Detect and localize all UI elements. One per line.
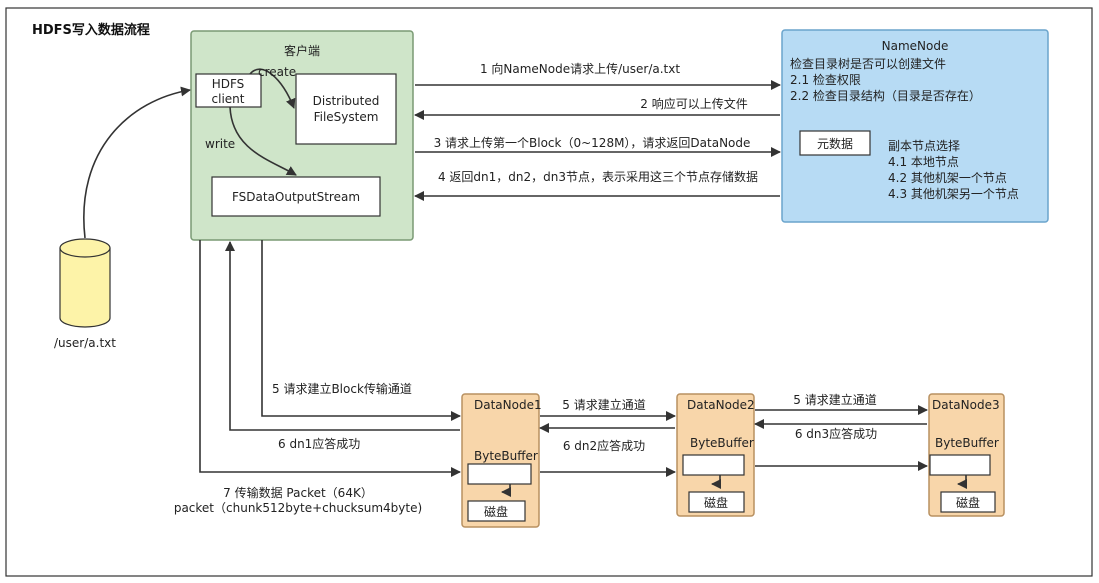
- datanode3-title: DataNode3: [932, 398, 1000, 412]
- write-arrow: [229, 106, 297, 176]
- write-label: write: [205, 137, 235, 151]
- dn2-dn3-pipeline-label: 5 请求建立通道: [793, 392, 876, 407]
- datanode1-disk-label: 磁盘: [484, 504, 508, 519]
- datanode3-disk-label: 磁盘: [956, 495, 980, 510]
- replica-other-rack-2: 4.3 其他机架另一个节点: [888, 187, 1019, 201]
- hdfs-client-label-1: HDFS: [212, 77, 245, 91]
- step7-label-2: packet（chunk512byte+chucksum4byte): [174, 501, 422, 515]
- step7-label-1: 7 传输数据 Packet（64K）: [223, 485, 373, 500]
- datanode3-flush-arrow: [957, 475, 967, 489]
- metadata-box: [799, 130, 871, 156]
- datanode2-title: DataNode2: [687, 398, 755, 412]
- datanode2-flush-arrow: [711, 475, 721, 489]
- datanode1-flush-arrow: [501, 484, 511, 497]
- namenode-check-permission: 2.1 检查权限: [790, 72, 861, 87]
- diagram-title: HDFS写入数据流程: [32, 22, 150, 38]
- datanode3-disk-box: [940, 491, 996, 513]
- hdfs-client-box: [195, 73, 262, 108]
- fsdos-label: FSDataOutputStream: [232, 190, 360, 204]
- step2-label: 2 响应可以上传文件: [640, 96, 747, 111]
- replica-local: 4.1 本地节点: [888, 155, 959, 169]
- replica-other-rack: 4.2 其他机架一个节点: [888, 171, 1007, 185]
- datanode3-buffer-box: [929, 454, 991, 476]
- datanode2-buffer-label: ByteBuffer: [690, 436, 754, 450]
- step6-label: 6 dn1应答成功: [278, 436, 360, 451]
- file-label: /user/a.txt: [54, 336, 116, 350]
- dn3-ack-label: 6 dn3应答成功: [795, 426, 877, 441]
- datanode2-disk-box: [688, 491, 745, 513]
- step5-label: 5 请求建立Block传输通道: [272, 381, 412, 396]
- create-label: create: [258, 65, 296, 79]
- client-title: 客户端: [284, 43, 320, 58]
- dn1-dn2-pipeline-label: 5 请求建立通道: [562, 397, 645, 412]
- step4-label: 4 返回dn1，dn2，dn3节点，表示采用这三个节点存储数据: [438, 169, 758, 184]
- namenode-box: [781, 29, 1049, 223]
- step1-label: 1 向NameNode请求上传/user/a.txt: [480, 61, 680, 76]
- datanode1-buffer-box: [467, 463, 532, 485]
- datanode1-title: DataNode1: [474, 398, 542, 412]
- dn2-ack-label: 6 dn2应答成功: [563, 438, 645, 453]
- file-cylinder: [59, 238, 111, 328]
- distributed-filesystem-box: [295, 73, 397, 145]
- datanode2-disk-label: 磁盘: [704, 495, 728, 510]
- datanode1-box: [461, 393, 540, 528]
- namenode-check-dir: 检查目录树是否可以创建文件: [790, 56, 946, 71]
- datanode1-disk-box: [467, 500, 526, 522]
- dfs-label-1: Distributed: [313, 94, 380, 108]
- create-arrow: [249, 68, 296, 109]
- step7-arrow: [199, 240, 461, 477]
- datanode3-buffer-label: ByteBuffer: [935, 436, 999, 450]
- replica-title: 副本节点选择: [888, 139, 960, 153]
- hdfs-client-label-2: client: [212, 92, 245, 106]
- step5-arrow: [261, 240, 461, 421]
- fsdataoutputstream-box: [211, 176, 381, 217]
- dfs-label-2: FileSystem: [314, 110, 379, 124]
- namenode-title: NameNode: [882, 39, 949, 53]
- step6-arrow: [225, 241, 460, 431]
- file-to-client-arrow: [83, 86, 191, 239]
- step3-label: 3 请求上传第一个Block（0~128M），请求返回DataNode: [434, 135, 751, 150]
- metadata-label: 元数据: [817, 136, 853, 151]
- outer-frame: [5, 7, 1093, 577]
- namenode-check-structure: 2.2 检查目录结构（目录是否存在）: [790, 88, 981, 103]
- datanode2-buffer-box: [682, 454, 745, 476]
- datanode1-buffer-label: ByteBuffer: [474, 449, 538, 463]
